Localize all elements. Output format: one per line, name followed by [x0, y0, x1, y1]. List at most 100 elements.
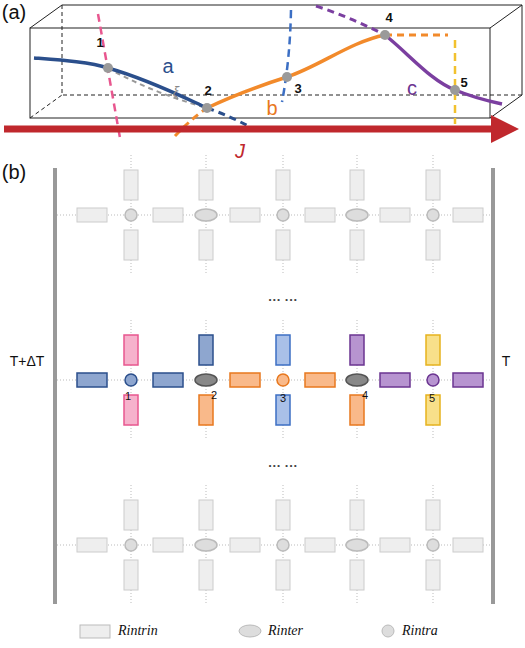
callout-label: 3 — [280, 393, 286, 404]
resistor-symbol — [380, 208, 410, 222]
chain-c — [316, 6, 385, 35]
callout-label: 5 — [429, 393, 435, 404]
resistor-symbol — [124, 560, 138, 590]
legend-ellipse — [239, 625, 261, 637]
resistor-symbol — [305, 538, 335, 552]
resistor-symbol — [199, 560, 213, 590]
resistor-symbol — [350, 335, 364, 365]
callout-label: 2 — [211, 390, 217, 401]
callout-label: 2 — [204, 84, 211, 97]
callout-label: 1 — [96, 36, 103, 49]
inter-node — [346, 209, 368, 221]
inter-node — [195, 374, 217, 386]
panel-label: (a) — [2, 2, 26, 22]
inter-node — [346, 539, 368, 551]
resistor-symbol — [230, 208, 260, 222]
resistor-symbol — [305, 373, 335, 387]
electrode — [53, 168, 57, 604]
callout-label: T — [502, 354, 511, 368]
chain-b — [207, 35, 385, 108]
legend-resistor — [80, 625, 110, 638]
resistor-symbol — [77, 373, 107, 387]
contact-point — [103, 30, 460, 113]
intra-node — [427, 539, 439, 551]
resistor-symbol — [230, 538, 260, 552]
cross-line — [98, 14, 120, 138]
resistor-symbol — [153, 373, 183, 387]
inter-node — [346, 374, 368, 386]
intra-node — [125, 539, 137, 551]
cross-line — [282, 10, 291, 102]
legend-text: Rintra — [402, 624, 438, 638]
intra-node — [277, 374, 289, 386]
callout-label: c — [407, 78, 417, 98]
resistor-symbol — [380, 538, 410, 552]
resistor-symbol — [199, 170, 213, 200]
inter-node — [195, 209, 217, 221]
resistor-symbol — [426, 335, 440, 365]
resistor-symbol — [199, 230, 213, 260]
resistor-symbol — [276, 170, 290, 200]
panel-label: (b) — [2, 162, 26, 182]
resistor-symbol — [380, 373, 410, 387]
legend-circle — [382, 625, 394, 637]
wire — [57, 380, 491, 381]
intra-node — [277, 539, 289, 551]
resistor-symbol — [77, 208, 107, 222]
callout-label: J — [235, 141, 245, 161]
resistor-symbol — [77, 538, 107, 552]
resistor-symbol — [124, 500, 138, 530]
resistor-symbol — [276, 230, 290, 260]
callout-label: ··· ··· — [265, 293, 301, 306]
resistor-symbol — [199, 335, 213, 365]
resistor-symbol — [426, 230, 440, 260]
callout-label: ··· ··· — [265, 459, 301, 472]
resistor-symbol — [453, 208, 483, 222]
resistor-symbol — [276, 560, 290, 590]
intra-node — [125, 374, 137, 386]
callout-label: b — [266, 98, 277, 118]
resistor-symbol — [124, 170, 138, 200]
resistor-symbol — [199, 500, 213, 530]
intra-node — [427, 374, 439, 386]
resistor-symbol — [453, 538, 483, 552]
legend-symbols — [80, 625, 394, 638]
callout-label: ξ — [173, 85, 179, 99]
resistor-symbol — [305, 208, 335, 222]
intra-node — [125, 209, 137, 221]
resistor-symbol — [426, 170, 440, 200]
resistor-symbol — [124, 335, 138, 365]
resistor-symbol — [124, 230, 138, 260]
resistor-network — [57, 155, 491, 605]
chain-c — [385, 35, 502, 104]
wire — [57, 215, 491, 216]
callout-label: 1 — [125, 391, 131, 402]
chain-b — [385, 34, 448, 37]
resistor-symbol — [350, 230, 364, 260]
resistor-symbol — [350, 500, 364, 530]
resistor-symbol — [426, 560, 440, 590]
intra-node — [427, 209, 439, 221]
callout-label: 4 — [362, 390, 368, 401]
resistor-symbol — [426, 500, 440, 530]
current-arrow — [4, 126, 505, 133]
intra-node — [277, 209, 289, 221]
resistor-symbol — [350, 395, 364, 425]
inter-node — [195, 539, 217, 551]
callout-label: T+ΔT — [10, 354, 45, 368]
resistor-symbol — [230, 373, 260, 387]
resistor-symbol — [276, 500, 290, 530]
sample-box — [30, 5, 522, 118]
resistor-symbol — [199, 395, 213, 425]
resistor-symbol — [276, 335, 290, 365]
resistor-symbol — [350, 560, 364, 590]
legend-text: Rintrin — [118, 624, 158, 638]
callout-label: a — [162, 56, 173, 76]
wire — [57, 545, 491, 546]
legend-text: Rinter — [268, 624, 303, 638]
resistor-symbol — [453, 373, 483, 387]
callout-label: 3 — [294, 82, 301, 95]
electrode — [491, 168, 495, 604]
callout-label: 5 — [460, 76, 467, 89]
